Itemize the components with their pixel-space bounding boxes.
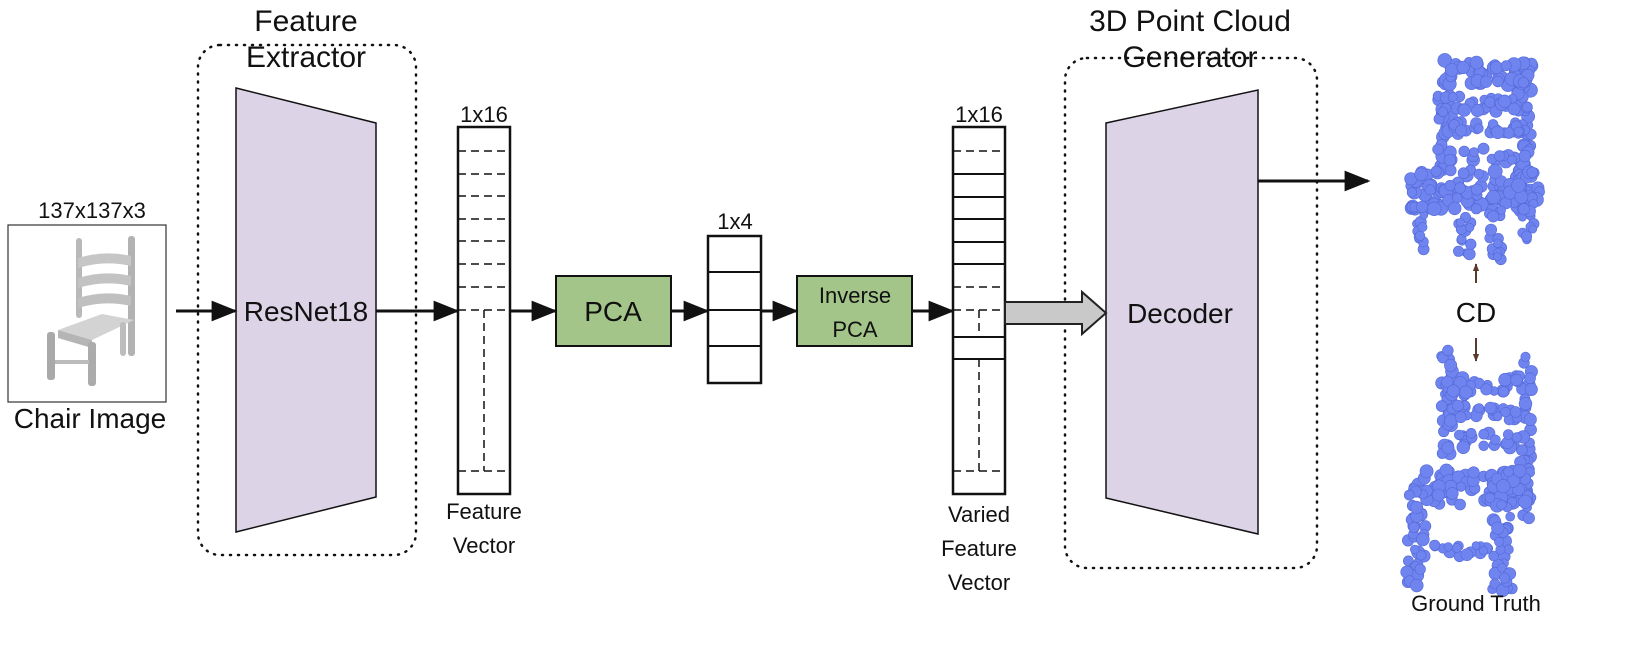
extractor-dotted-box [196,43,418,557]
feature-vector-caption-line2: Vector [453,533,515,558]
resnet-block [235,87,377,533]
feature-vector-caption-line1: Feature [446,499,522,524]
block-arrow-to-decoder [1004,289,1108,337]
varied-vector-caption-line2: Feature [941,536,1017,561]
reduced-vector-size-label: 1x4 [717,209,752,234]
extractor-title-line2: Extractor [246,41,366,74]
cd-label: CD [1456,297,1496,328]
chair-image [7,224,167,403]
varied-vector-dividers [953,150,1005,472]
inverse-pca-label-line2: PCA [832,317,878,342]
resnet-label: ResNet18 [244,296,369,327]
varied-vector-caption-line1: Varied [948,502,1010,527]
extractor-title-line1: Feature [254,5,357,38]
decoder-block [1105,89,1259,535]
ground-truth-caption: Ground Truth [1411,591,1541,616]
varied-vector-size-label: 1x16 [955,102,1003,127]
generator-title-line1: 3D Point Cloud [1089,5,1291,38]
ground-truth-point-cloud [1400,344,1538,598]
input-caption: Chair Image [14,403,167,434]
varied-vector-caption-line3: Vector [948,570,1010,595]
inverse-pca-label-line1: Inverse [819,283,891,308]
decoder-label: Decoder [1127,298,1233,329]
pca-label: PCA [584,296,642,327]
predicted-point-cloud [1404,53,1545,266]
feature-vector-dividers [458,150,510,472]
feature-vector-size-label: 1x16 [460,102,508,127]
input-size-label: 137x137x3 [38,198,146,223]
flow-arrows [176,170,1371,322]
